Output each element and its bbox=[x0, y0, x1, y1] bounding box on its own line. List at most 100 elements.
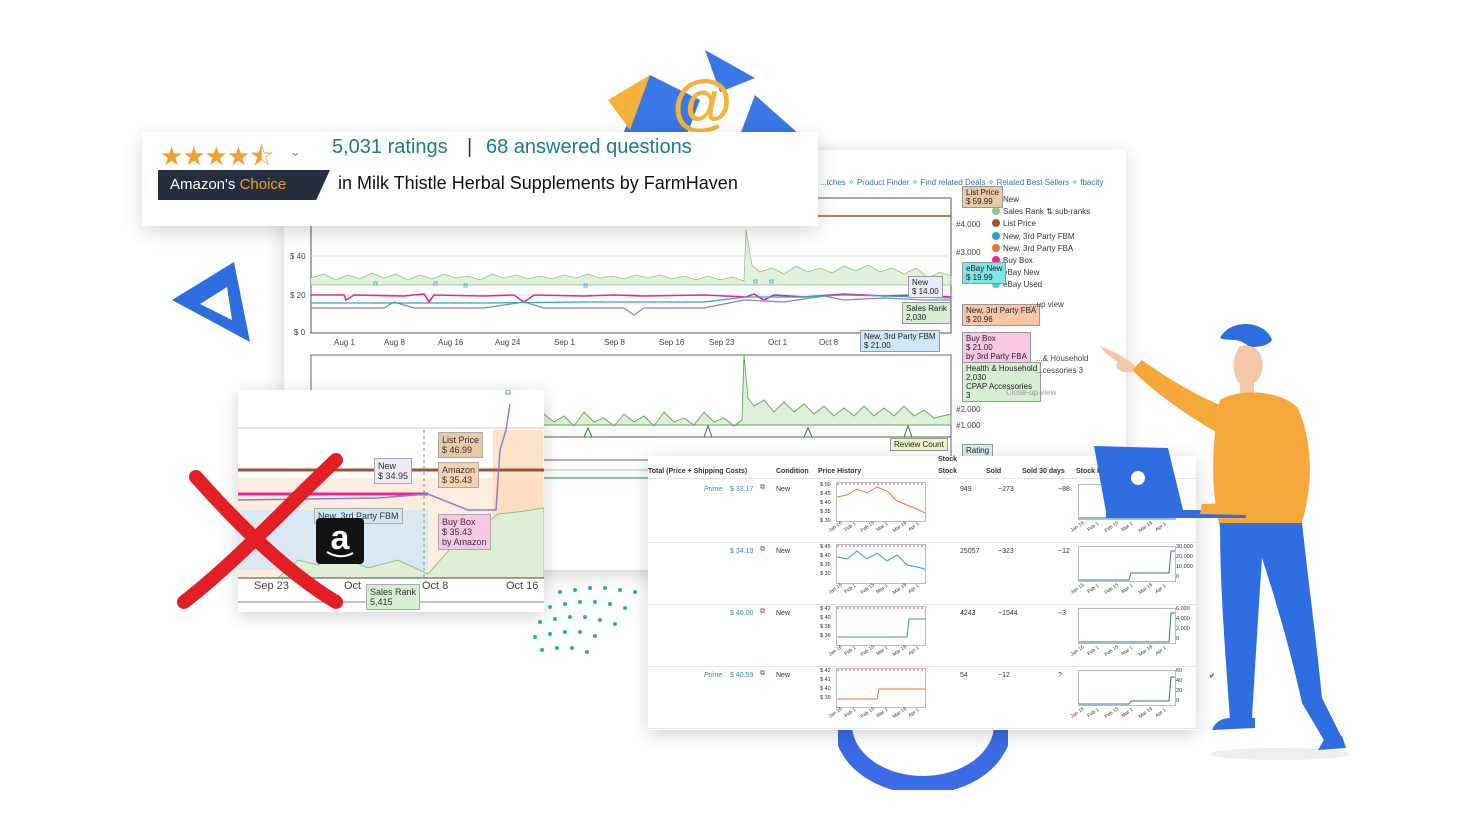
offer-price: $ 33.17 bbox=[730, 486, 754, 493]
zoom-sales-rank-tag: Sales Rank 5,415 bbox=[366, 584, 421, 610]
legend-item[interactable]: New, 3rd Party FBA bbox=[992, 243, 1090, 255]
star-rating-icon[interactable]: ★★★★⯪ bbox=[160, 141, 274, 171]
stock-value: 949 bbox=[960, 486, 972, 493]
external-link-icon[interactable]: ⧉ bbox=[760, 670, 765, 677]
review-count-tag: Review Count bbox=[890, 438, 948, 451]
prime-badge: Prime bbox=[704, 486, 723, 493]
zoom-x-label: Oct 16 bbox=[506, 580, 539, 592]
mini-y-tick: $ 42 bbox=[820, 668, 831, 674]
mini-y-tick: $ 30 bbox=[820, 518, 831, 524]
chevron-down-icon[interactable]: ⌄ bbox=[290, 144, 301, 159]
y-label-0: $ 0 bbox=[294, 328, 306, 337]
legend-item[interactable]: Buy Box bbox=[992, 255, 1090, 267]
at-sign-icon: @ bbox=[672, 68, 733, 137]
zoom-x-label: Oct bbox=[344, 580, 362, 592]
stock-y-tick: 0 bbox=[1176, 574, 1180, 580]
external-link-icon[interactable]: ⧉ bbox=[760, 484, 765, 491]
col-stock[interactable]: Stock bbox=[938, 468, 958, 475]
chart-nav-links[interactable]: ...tches ✧ Product Finder ✧ Find related… bbox=[820, 178, 1104, 187]
row-divider bbox=[648, 542, 1196, 543]
mini-y-tick: $ 40 bbox=[820, 615, 831, 621]
legend-item[interactable]: List Price bbox=[992, 218, 1090, 230]
mini-y-tick: $ 45 bbox=[820, 544, 831, 550]
rank-label: #4,000 bbox=[956, 220, 981, 229]
x-label: Aug 1 bbox=[334, 338, 355, 347]
stock-group-header: Stock bbox=[938, 456, 958, 463]
mini-y-tick: $ 38 bbox=[820, 624, 831, 630]
prime-badge: Prime bbox=[704, 672, 723, 679]
offer-condition: New bbox=[776, 486, 791, 493]
zoom-buy-box-tag: Buy Box $ 35.43 by Amazon bbox=[438, 514, 491, 550]
col-total[interactable]: Total (Price + Shipping Costs) bbox=[648, 468, 748, 475]
stock-y-tick: 40 bbox=[1176, 678, 1183, 684]
mini-y-tick: $ 50 bbox=[820, 482, 831, 488]
closeup-view-toggle[interactable]: ...up view bbox=[1030, 300, 1064, 309]
legend-item[interactable]: eBay New bbox=[992, 267, 1090, 279]
sold-30-value: ? bbox=[1058, 672, 1062, 679]
external-link-icon[interactable]: ⧉ bbox=[760, 546, 765, 553]
mini-price-chart bbox=[836, 606, 926, 646]
ring-icon bbox=[834, 700, 1012, 795]
x-label: Aug 8 bbox=[384, 338, 405, 347]
sold-value: ~1544 bbox=[998, 610, 1018, 617]
y-label-20: $ 20 bbox=[290, 291, 306, 300]
x-label: Sep 1 bbox=[554, 338, 575, 347]
choice-category-text[interactable]: in Milk Thistle Herbal Supplements by Fa… bbox=[338, 173, 738, 193]
legend-item[interactable]: New bbox=[992, 194, 1090, 206]
col-condition[interactable]: Condition bbox=[776, 468, 809, 475]
zoom-amazon-tag: Amazon $ 35.43 bbox=[438, 462, 480, 488]
sold-value: ~273 bbox=[998, 486, 1014, 493]
red-cross-icon bbox=[176, 452, 346, 617]
amazons-choice-badge: Amazon's Choice bbox=[158, 170, 330, 200]
stock-y-tick: 2,000 bbox=[1176, 626, 1190, 632]
fbm-line bbox=[311, 294, 952, 304]
stock-y-tick: 10,000 bbox=[1176, 564, 1193, 570]
mini-x-tick: Jan 16 bbox=[827, 706, 844, 720]
mini-y-tick: $ 42 bbox=[820, 606, 831, 612]
row-divider bbox=[648, 604, 1196, 605]
ratings-link[interactable]: 5,031 ratings bbox=[332, 136, 448, 158]
x-label: Oct 8 bbox=[819, 338, 839, 347]
col-sold[interactable]: Sold bbox=[986, 468, 1002, 475]
col-sold-30[interactable]: Sold 30 days bbox=[1022, 468, 1065, 475]
stock-y-tick: 0 bbox=[1176, 636, 1180, 642]
mini-y-tick: $ 35 bbox=[820, 509, 831, 515]
fbm-price-tag: New, 3rd Party FBM $ 21.00 bbox=[860, 330, 940, 352]
legend-item[interactable]: New, 3rd Party FBM bbox=[992, 231, 1090, 243]
new-price-tag: New $ 14.00 bbox=[908, 276, 943, 298]
offer-price: $ 34.19 bbox=[730, 548, 754, 555]
x-label: Aug 16 bbox=[438, 338, 464, 347]
legend-item[interactable]: Sales Rank ⇅ sub-ranks bbox=[992, 206, 1090, 218]
offer-price: $ 40.00 bbox=[730, 610, 754, 617]
sold-30-value: ~88 bbox=[1058, 486, 1070, 493]
external-link-icon[interactable]: ⧉ bbox=[760, 608, 765, 615]
list-price-tag: List Price $ 59.99 bbox=[962, 186, 1003, 208]
col-stock-history[interactable]: Stock His... bbox=[1076, 468, 1114, 475]
rank-label: #1,000 bbox=[956, 421, 981, 430]
sales-rank-tag: Sales Rank 2,030 bbox=[902, 302, 951, 324]
health-household-label: ...& Household bbox=[1036, 354, 1089, 363]
new-line bbox=[311, 295, 951, 316]
stock-y-tick: 20 bbox=[1176, 688, 1183, 694]
sold-value: ~323 bbox=[998, 548, 1014, 555]
zoom-x-label: Oct 8 bbox=[422, 580, 449, 592]
stock-y-tick: 60 bbox=[1176, 668, 1183, 674]
stock-y-tick: 4,000 bbox=[1176, 616, 1190, 622]
answered-questions-link[interactable]: 68 answered questions bbox=[486, 136, 692, 158]
health-rank-tag: Health & Household 2,030 CPAP Accessorie… bbox=[962, 362, 1042, 402]
mini-x-tick: Jan 16 bbox=[827, 582, 844, 596]
closeup-view-toggle[interactable]: Close-up view bbox=[1006, 388, 1057, 397]
fba-price-tag: New, 3rd Party FBA $ 20.96 bbox=[962, 304, 1041, 326]
col-price-history[interactable]: Price History bbox=[818, 468, 862, 475]
mini-x-tick: Jan 16 bbox=[827, 644, 844, 658]
mini-stock-chart bbox=[1078, 546, 1176, 582]
legend-item[interactable]: eBay Used bbox=[992, 279, 1090, 291]
mini-y-tick: $ 35 bbox=[820, 562, 831, 568]
mini-price-chart bbox=[836, 482, 926, 522]
offer-condition: New bbox=[776, 548, 791, 555]
offer-price: $ 40.59 bbox=[730, 672, 754, 679]
mini-price-chart bbox=[836, 544, 926, 584]
